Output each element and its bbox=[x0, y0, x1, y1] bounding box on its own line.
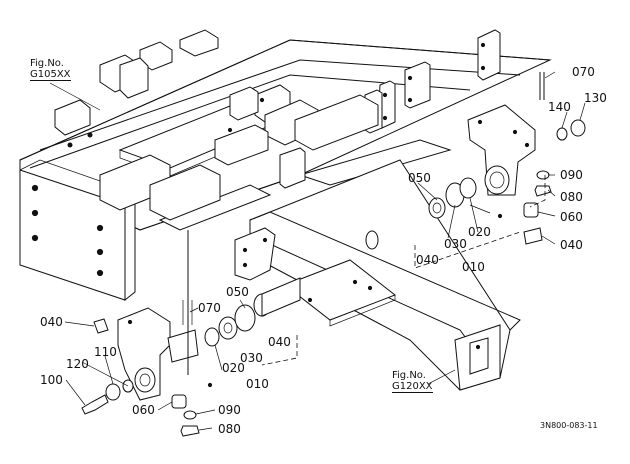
figure-ref-g105: Fig.No. G105XX bbox=[30, 58, 71, 81]
callout-040-right: 040 bbox=[560, 238, 583, 252]
figure-ref-code: G105XX bbox=[30, 69, 71, 81]
callout-040-left: 040 bbox=[40, 315, 63, 329]
callout-070-right: 070 bbox=[572, 65, 595, 79]
callout-110: 110 bbox=[94, 345, 117, 359]
drawing-code: 3N800-083-11 bbox=[540, 421, 598, 430]
figure-ref-fig: Fig.No. bbox=[392, 370, 426, 381]
callout-060-left: 060 bbox=[132, 403, 155, 417]
callout-060-right: 060 bbox=[560, 210, 583, 224]
leader-lines bbox=[49, 71, 586, 431]
callout-080-left: 080 bbox=[218, 422, 241, 436]
right-bracket bbox=[414, 72, 586, 269]
figure-ref-g120: Fig.No. G120XX bbox=[392, 370, 433, 393]
left-bracket bbox=[81, 230, 298, 437]
callout-040-left-dashed: 040 bbox=[268, 335, 291, 349]
callout-020-left: 020 bbox=[222, 361, 245, 375]
callout-010-right: 010 bbox=[462, 260, 485, 274]
callout-100: 100 bbox=[40, 373, 63, 387]
callout-130: 130 bbox=[584, 91, 607, 105]
callout-070-left: 070 bbox=[198, 301, 221, 315]
callout-010-left: 010 bbox=[246, 377, 269, 391]
callout-050-right: 050 bbox=[408, 171, 431, 185]
callout-040-right-dashed: 040 bbox=[416, 253, 439, 267]
callout-120: 120 bbox=[66, 357, 89, 371]
figure-ref-code: G120XX bbox=[392, 381, 433, 393]
front-axle-beam bbox=[234, 159, 521, 391]
callout-090-left: 090 bbox=[218, 403, 241, 417]
callout-080-right: 080 bbox=[560, 190, 583, 204]
callout-140: 140 bbox=[548, 100, 571, 114]
callout-050-left: 050 bbox=[226, 285, 249, 299]
figure-ref-fig: Fig.No. bbox=[30, 58, 64, 69]
callout-030-left: 030 bbox=[240, 351, 263, 365]
callout-090-right: 090 bbox=[560, 168, 583, 182]
callout-020-right: 020 bbox=[468, 225, 491, 239]
main-frame bbox=[19, 29, 552, 302]
callout-030-right: 030 bbox=[444, 237, 467, 251]
